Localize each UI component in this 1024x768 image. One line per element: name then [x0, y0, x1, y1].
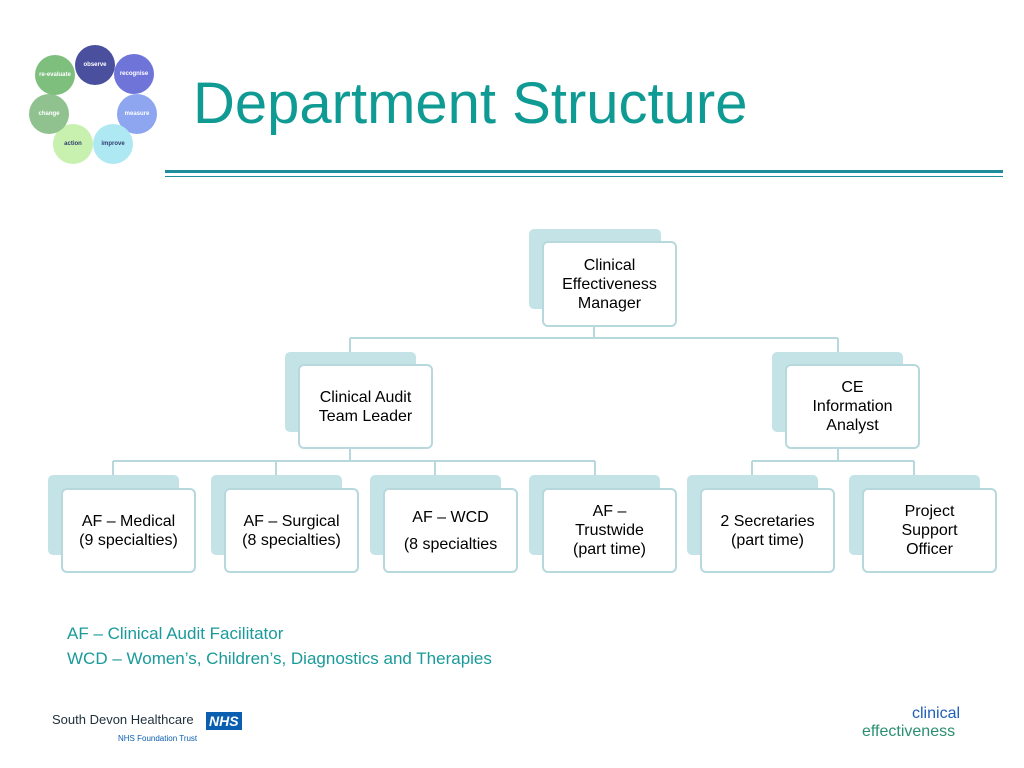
- node-af-wcd-line: AF – WCD: [412, 508, 489, 526]
- node-manager: Clinical Effectiveness Manager: [529, 229, 677, 327]
- node-analyst-line: Information: [812, 398, 893, 415]
- node-af-trustwide: AF – Trustwide (part time): [529, 475, 677, 573]
- node-af-medical-line: (9 specialties): [79, 531, 178, 549]
- node-team-leader-line: Clinical Audit: [319, 388, 412, 406]
- node-af-trustwide-line: Trustwide: [575, 522, 644, 539]
- organisation-name: South Devon Healthcare: [52, 712, 194, 727]
- page-title: Department Structure: [193, 71, 748, 136]
- node-analyst-line: Analyst: [826, 417, 879, 434]
- node-secretaries-line: (part time): [731, 531, 804, 549]
- node-project-support-line: Officer: [906, 541, 953, 558]
- node-af-medical-line: AF – Medical: [81, 512, 176, 530]
- node-manager-line: Manager: [577, 294, 642, 312]
- node-project-support-line: Project: [904, 503, 955, 520]
- node-project-support: Project Support Officer: [849, 475, 997, 573]
- cycle-change: change: [29, 94, 69, 134]
- node-manager-line: Effectiveness: [562, 275, 657, 293]
- node-team-leader-line: Team Leader: [318, 407, 413, 425]
- cycle-observe: observe: [75, 45, 115, 85]
- brand-effectiveness: effectiveness: [862, 723, 956, 740]
- cycle-logo: observe recognise measure improve action…: [25, 42, 165, 167]
- trust-line: NHS Foundation Trust: [118, 734, 198, 743]
- node-analyst-line: CE: [841, 379, 864, 396]
- node-af-surgical-line: AF – Surgical: [243, 512, 340, 530]
- node-af-surgical-line: (8 specialties): [242, 531, 341, 549]
- node-secretaries-line: 2 Secretaries: [720, 512, 815, 530]
- nhs-logo: NHS: [206, 712, 242, 730]
- brand-clinical: clinical: [912, 705, 961, 722]
- title-rule-thin: [165, 176, 1003, 177]
- node-af-trustwide-line: AF –: [592, 503, 627, 520]
- footnote-wcd: WCD – Women’s, Children’s, Diagnostics a…: [67, 649, 492, 668]
- node-team-leader: Clinical Audit Team Leader: [285, 352, 433, 449]
- node-af-surgical: AF – Surgical (8 specialties): [211, 475, 359, 573]
- node-manager-line: Clinical: [583, 256, 636, 274]
- cycle-improve: improve: [93, 124, 133, 164]
- node-project-support-line: Support: [901, 522, 958, 539]
- footnote-af: AF – Clinical Audit Facilitator: [67, 624, 284, 643]
- node-analyst: CE Information Analyst: [772, 352, 920, 449]
- node-af-wcd: AF – WCD (8 specialties: [370, 475, 518, 573]
- node-af-wcd-line: (8 specialties: [403, 535, 498, 553]
- title-rule: [165, 170, 1003, 173]
- cycle-recognise: recognise: [114, 54, 154, 94]
- cycle-re-evaluate: re-evaluate: [35, 55, 75, 95]
- node-af-medical: AF – Medical (9 specialties): [48, 475, 196, 573]
- cycle-measure: measure: [117, 94, 157, 134]
- node-secretaries: 2 Secretaries (part time): [687, 475, 835, 573]
- node-af-trustwide-line: (part time): [573, 541, 646, 558]
